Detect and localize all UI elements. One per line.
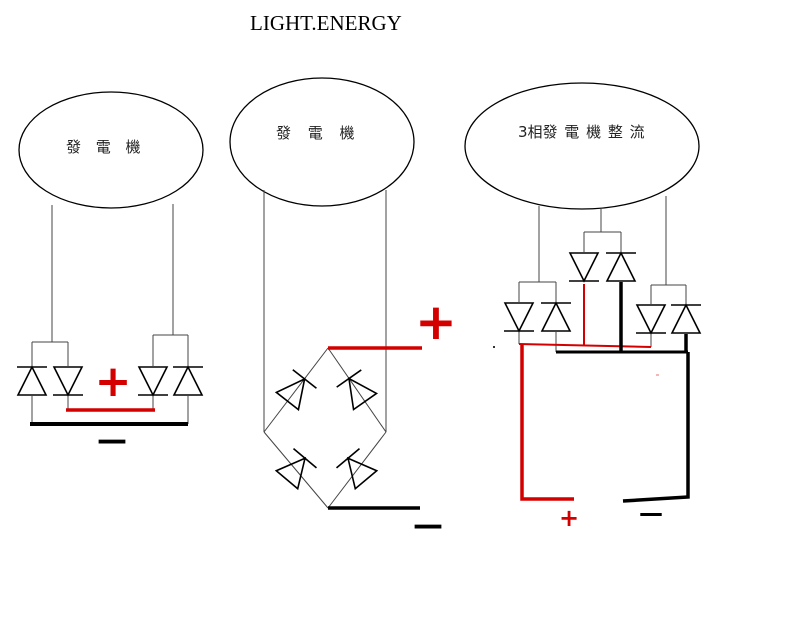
diode-icon bbox=[172, 366, 204, 396]
generator-2-ellipse bbox=[229, 77, 415, 207]
circuit-3-positive-sign: + bbox=[559, 504, 579, 532]
diode-icon bbox=[137, 366, 169, 396]
diode-icon bbox=[605, 252, 637, 282]
generator-1-label: 發 電 機 bbox=[66, 138, 141, 156]
circuit-2-positive-sign: + bbox=[415, 293, 457, 351]
generator-1-ellipse bbox=[18, 91, 204, 209]
diagram-title: LIGHT.ENERGY bbox=[250, 11, 402, 35]
circuit-3-negative-sign: — bbox=[639, 499, 663, 527]
circuit-1-single-phase-rectifier: 發 電 機 + — bbox=[16, 91, 204, 458]
circuit-2-bridge-rectifier: 發 電 機 + — bbox=[229, 77, 457, 543]
diode-icon bbox=[52, 366, 84, 396]
stray-mark bbox=[656, 374, 659, 376]
circuit-3-wires bbox=[518, 196, 687, 352]
generator-3-ellipse bbox=[464, 82, 700, 210]
circuit-2-wires bbox=[263, 190, 387, 509]
stray-mark bbox=[493, 346, 495, 348]
diode-icon bbox=[540, 302, 572, 332]
generator-3-label: 3相發 電 機 整 流 bbox=[518, 123, 645, 141]
diode-icon bbox=[274, 447, 318, 491]
diode-icon bbox=[503, 302, 535, 332]
diode-icon bbox=[670, 304, 702, 334]
diode-icon bbox=[335, 447, 379, 491]
generator-2-label: 發 電 機 bbox=[276, 124, 355, 142]
circuit-3-negative-output bbox=[622, 352, 690, 503]
circuit-2-negative-sign: — bbox=[413, 508, 443, 543]
circuit-1-positive-sign: + bbox=[95, 356, 132, 407]
diode-icon bbox=[635, 304, 667, 334]
diode-icon bbox=[568, 252, 600, 282]
circuit-1-wires bbox=[31, 204, 189, 424]
circuit-3-three-phase-rectifier: 3相發 電 機 整 流 bbox=[464, 82, 702, 532]
circuit-1-negative-sign: — bbox=[97, 423, 127, 458]
circuit-3-positive-output bbox=[520, 344, 574, 501]
diode-icon bbox=[16, 366, 48, 396]
